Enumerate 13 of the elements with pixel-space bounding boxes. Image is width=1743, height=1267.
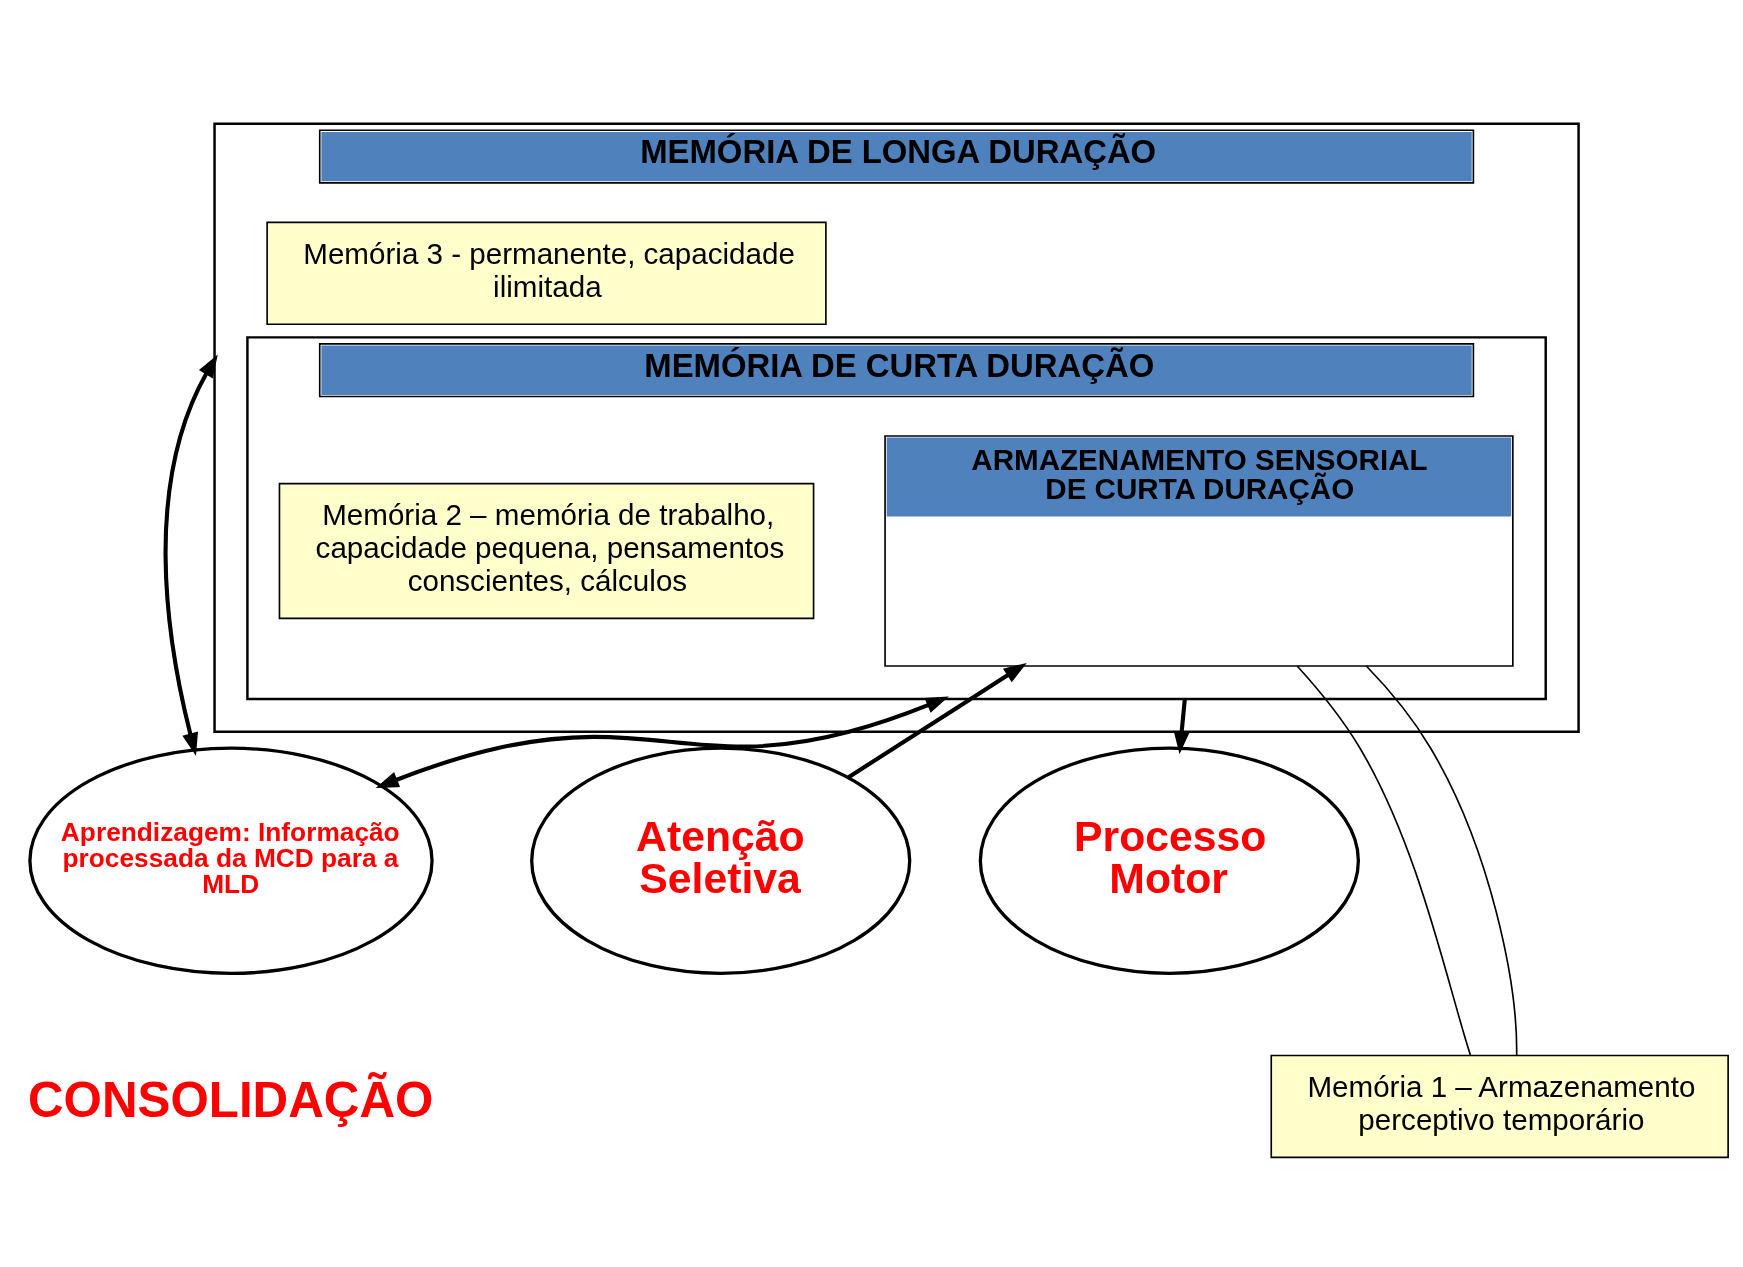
node-ellipse: Aprendizagem: Informação processada da MCD para a MLD: [28, 746, 434, 975]
label: CONSOLIDAÇÃO: [28, 1071, 434, 1127]
arrow: [1173, 698, 1190, 754]
node-box: Memória 1 – Armazenamento perceptivo temporário: [1270, 1054, 1729, 1158]
connector: [1365, 664, 1518, 1056]
node-ellipse: Atenção Seletiva: [530, 746, 912, 975]
arrow: [163, 354, 218, 756]
arrow: [847, 662, 1027, 779]
arrow: [375, 696, 949, 788]
connector: [1296, 664, 1472, 1056]
node-ellipse: Processo Motor: [978, 746, 1360, 975]
node-box: Memória 2 – memória de trabalho, capacidade pequena, pensamentos conscientes, cálculos: [278, 482, 815, 619]
node-box: Memória 3 - permanente, capacidade ilimitada: [266, 221, 827, 325]
